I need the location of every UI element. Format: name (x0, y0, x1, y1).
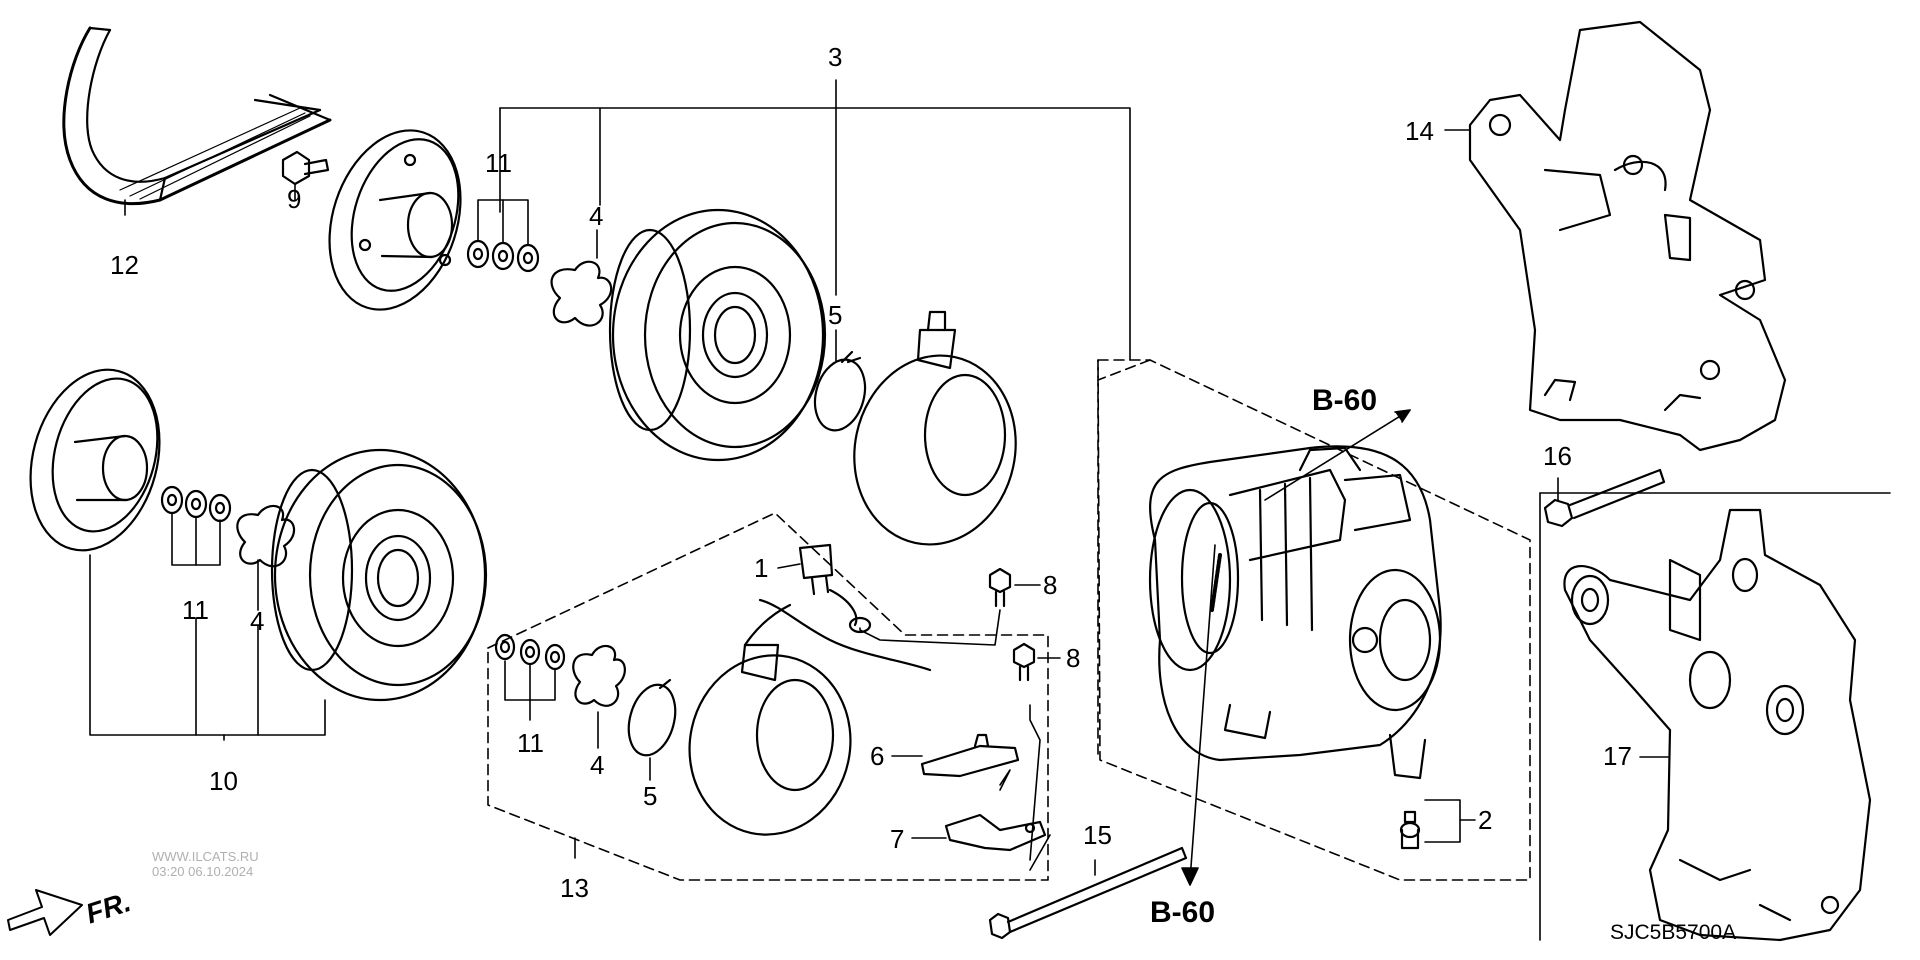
callout-8-lower: 8 (1066, 643, 1081, 673)
pressure-plate-upper[interactable] (308, 113, 483, 326)
callout-4-lower: 4 (250, 606, 265, 636)
pulley-upper[interactable] (608, 208, 827, 462)
field-coil-upper[interactable] (837, 310, 1033, 560)
callout-13: 13 (560, 873, 589, 903)
callout-7: 7 (890, 824, 905, 854)
callout-4-upper: 4 (589, 201, 604, 231)
callout-1: 1 (754, 553, 769, 583)
thermal-protector[interactable] (798, 543, 872, 634)
lower-bracket-17[interactable] (1563, 508, 1872, 942)
callout-5-upper: 5 (828, 300, 843, 330)
callout-4-middle: 4 (590, 750, 605, 780)
callout-6: 6 (870, 741, 885, 771)
clutch-bolt[interactable] (281, 150, 330, 186)
callout-8-upper: 8 (1043, 570, 1058, 600)
shims-middle[interactable] (494, 633, 566, 671)
watermark: WWW.ILCATS.RU 03:20 06.10.2024 (152, 849, 259, 880)
watermark-timestamp: 03:20 06.10.2024 (152, 863, 254, 879)
callout-12: 12 (110, 250, 139, 280)
drive-belt[interactable] (62, 26, 332, 206)
snap-ring-lower-4[interactable] (236, 504, 295, 568)
pulley-lower[interactable] (270, 448, 488, 702)
circlip-upper-5[interactable] (808, 350, 873, 436)
callout-2: 2 (1478, 805, 1493, 835)
callout-11-middle: 11 (517, 728, 544, 758)
bracket-7[interactable] (944, 813, 1047, 852)
reference-b60-upper[interactable]: B-60 (1312, 384, 1378, 417)
callout-3: 3 (828, 42, 843, 72)
upper-bracket-14[interactable] (1468, 20, 1787, 452)
snap-ring-middle-4[interactable] (572, 644, 626, 707)
bolt-8-lower[interactable] (1012, 642, 1036, 682)
ac-compressor[interactable] (1148, 445, 1442, 850)
bolt-16[interactable] (1543, 468, 1666, 528)
field-coil-middle[interactable] (673, 598, 932, 850)
long-bolt-15[interactable] (988, 846, 1188, 940)
circlip-middle-5[interactable] (621, 678, 682, 761)
bracket-6[interactable] (920, 733, 1020, 778)
callout-10: 10 (209, 766, 238, 796)
callout-11-upper: 11 (485, 148, 512, 178)
callout-16: 16 (1543, 441, 1572, 471)
callout-17: 17 (1603, 741, 1632, 771)
callout-15: 15 (1083, 820, 1112, 850)
callout-14: 14 (1405, 116, 1434, 146)
snap-ring-upper-4[interactable] (550, 260, 613, 327)
callout-5-middle: 5 (643, 781, 658, 811)
pressure-plate-lower[interactable] (11, 355, 178, 565)
bolt-8-upper[interactable] (988, 567, 1012, 608)
reference-b60-lower[interactable]: B-60 (1150, 896, 1216, 929)
front-direction-arrow (7, 889, 83, 936)
callout-11-lower: 11 (182, 595, 209, 625)
callout-9: 9 (287, 184, 302, 214)
shims-lower[interactable] (160, 485, 232, 523)
diagram-code: SJC5B5700A (1610, 921, 1737, 944)
watermark-site: WWW.ILCATS.RU (152, 849, 259, 864)
